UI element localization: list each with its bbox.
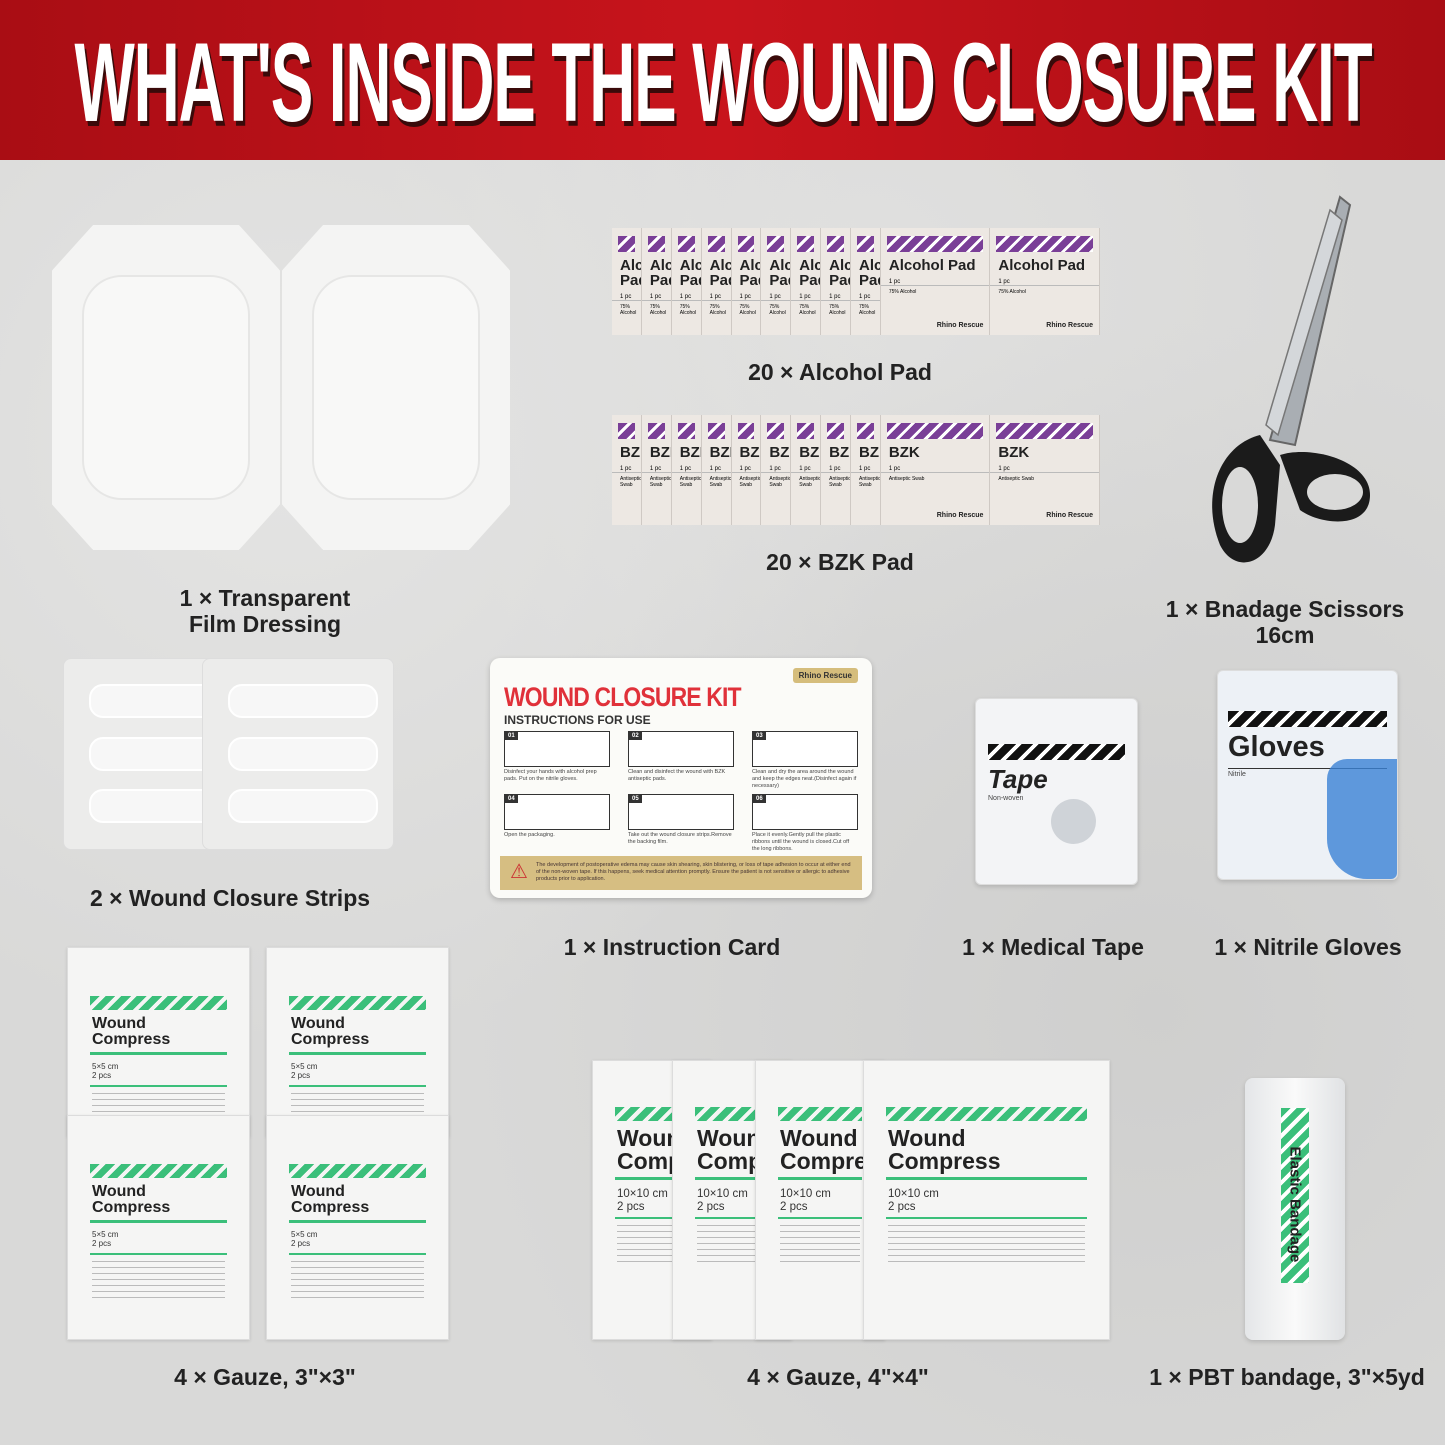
header-banner: WHAT'S INSIDE THE WOUND CLOSURE KIT: [0, 0, 1445, 160]
card-subtitle: INSTRUCTIONS FOR USE: [504, 713, 651, 727]
elastic-bandage-image: Elastic Bandage: [1245, 1078, 1345, 1340]
medical-tape-label: 1 × Medical Tape: [962, 934, 1144, 960]
wound-closure-strips-label: 2 × Wound Closure Strips: [89, 885, 371, 911]
film-dressing-image: [52, 225, 280, 550]
page-title: WHAT'S INSIDE THE WOUND CLOSURE KIT: [74, 20, 1372, 145]
pbt-bandage-label: 1 × PBT bandage, 3"×5yd: [1149, 1364, 1425, 1390]
card-title: WOUND CLOSURE KIT: [504, 682, 742, 712]
card-warning: ⚠The development of postoperative edema …: [500, 856, 862, 890]
nitrile-gloves-label: 1 × Nitrile Gloves: [1214, 934, 1402, 960]
bzk-pad-label: 20 × BZK Pad: [766, 549, 914, 575]
alcohol-pad-label: 20 × Alcohol Pad: [748, 359, 932, 385]
film-dressing-image: [282, 225, 510, 550]
instruction-card-label: 1 × Instruction Card: [563, 934, 781, 960]
medical-tape-image: Tape Non-woven: [975, 698, 1138, 885]
rhino-rescue-logo: Rhino Rescue: [792, 668, 858, 683]
nitrile-gloves-image: Gloves Nitrile: [1217, 670, 1398, 880]
gauze-4x4-label: 4 × Gauze, 4"×4": [747, 1364, 929, 1390]
bandage-scissors-image: [1212, 195, 1370, 563]
wound-closure-strip-image: [202, 658, 394, 850]
instruction-card: Rhino Rescue WOUND CLOSURE KIT INSTRUCTI…: [490, 658, 872, 898]
warning-icon: ⚠: [510, 861, 528, 883]
gauze-3x3-label: 4 × Gauze, 3"×3": [174, 1364, 356, 1390]
